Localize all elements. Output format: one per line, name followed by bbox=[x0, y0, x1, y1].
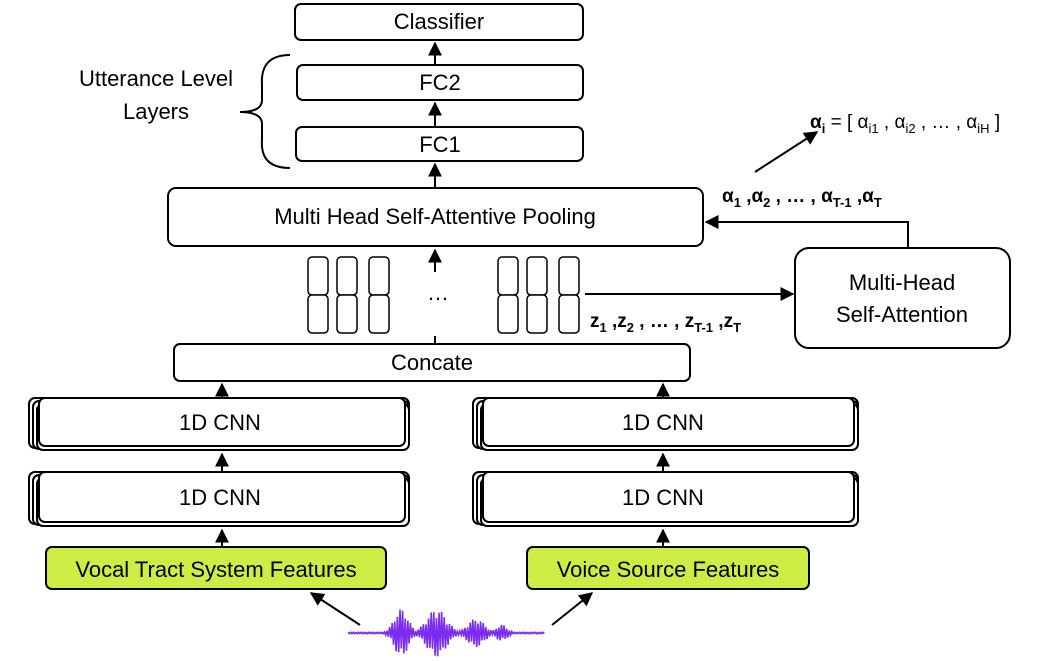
cnn-right-bottom-label: 1D CNN bbox=[622, 485, 704, 510]
brace-icon bbox=[239, 54, 291, 169]
mhsa-label-line1: Multi-Head bbox=[849, 270, 955, 295]
cnn-right-top: 1D CNN bbox=[472, 397, 859, 451]
embedding-cell bbox=[368, 294, 390, 334]
concate-block: Concate bbox=[173, 343, 691, 382]
embedding-cell bbox=[368, 256, 390, 296]
classifier-block: Classifier bbox=[294, 3, 584, 41]
ellipsis: … bbox=[427, 280, 449, 305]
pooling-label: Multi Head Self-Attentive Pooling bbox=[274, 204, 596, 229]
voice-source-features-block: Voice Source Features bbox=[526, 546, 810, 590]
pooling-block: Multi Head Self-Attentive Pooling bbox=[167, 187, 704, 247]
cnn-left-bottom: 1D CNN bbox=[28, 471, 410, 527]
cnn-right-top-label: 1D CNN bbox=[622, 410, 704, 435]
embedding-cell bbox=[497, 256, 519, 296]
arrow-icon bbox=[309, 592, 361, 626]
fc1-block: FC1 bbox=[295, 126, 584, 162]
fc1-label: FC1 bbox=[419, 132, 461, 157]
brace-label-line2: Layers bbox=[123, 99, 189, 124]
frame-embeddings-left bbox=[307, 256, 390, 334]
mhsa-label-line2: Self-Attention bbox=[836, 302, 968, 327]
embedding-cell bbox=[307, 256, 329, 296]
embedding-cell bbox=[526, 294, 548, 334]
mhsa-block: Multi-Head Self-Attention bbox=[794, 247, 1011, 349]
vocal-tract-label: Vocal Tract System Features bbox=[75, 557, 356, 582]
classifier-label: Classifier bbox=[394, 9, 484, 34]
embedding-cell bbox=[307, 294, 329, 334]
embedding-cell bbox=[336, 256, 358, 296]
embedding-cell bbox=[497, 294, 519, 334]
arrow-icon bbox=[754, 131, 819, 173]
z-sequence: z1 ,z2 , … , zT-1 ,zT bbox=[590, 311, 741, 335]
cnn-left-bottom-label: 1D CNN bbox=[179, 485, 261, 510]
alpha-definition: αi = [ αi1 , αi2 , … , αiH ] bbox=[810, 112, 1000, 136]
alpha-sequence: α1 ,α2 , … , αT-1 ,αT bbox=[722, 186, 882, 210]
cnn-right-bottom: 1D CNN bbox=[472, 471, 859, 527]
cnn-left-top: 1D CNN bbox=[28, 397, 410, 451]
embedding-cell bbox=[558, 294, 580, 334]
embedding-cell bbox=[526, 256, 548, 296]
concate-label: Concate bbox=[391, 350, 473, 375]
waveform-icon bbox=[347, 609, 545, 657]
cnn-left-top-label: 1D CNN bbox=[179, 410, 261, 435]
fc2-label: FC2 bbox=[419, 70, 461, 95]
frame-embeddings-right bbox=[497, 256, 580, 334]
arrow-icon bbox=[551, 592, 594, 626]
embedding-cell bbox=[336, 294, 358, 334]
vocal-tract-features-block: Vocal Tract System Features bbox=[45, 546, 387, 590]
voice-source-label: Voice Source Features bbox=[557, 557, 780, 582]
brace-label-line1: Utterance Level bbox=[79, 66, 233, 91]
arrow-icon bbox=[704, 215, 909, 248]
embedding-cell bbox=[558, 256, 580, 296]
fc2-block: FC2 bbox=[296, 64, 584, 101]
